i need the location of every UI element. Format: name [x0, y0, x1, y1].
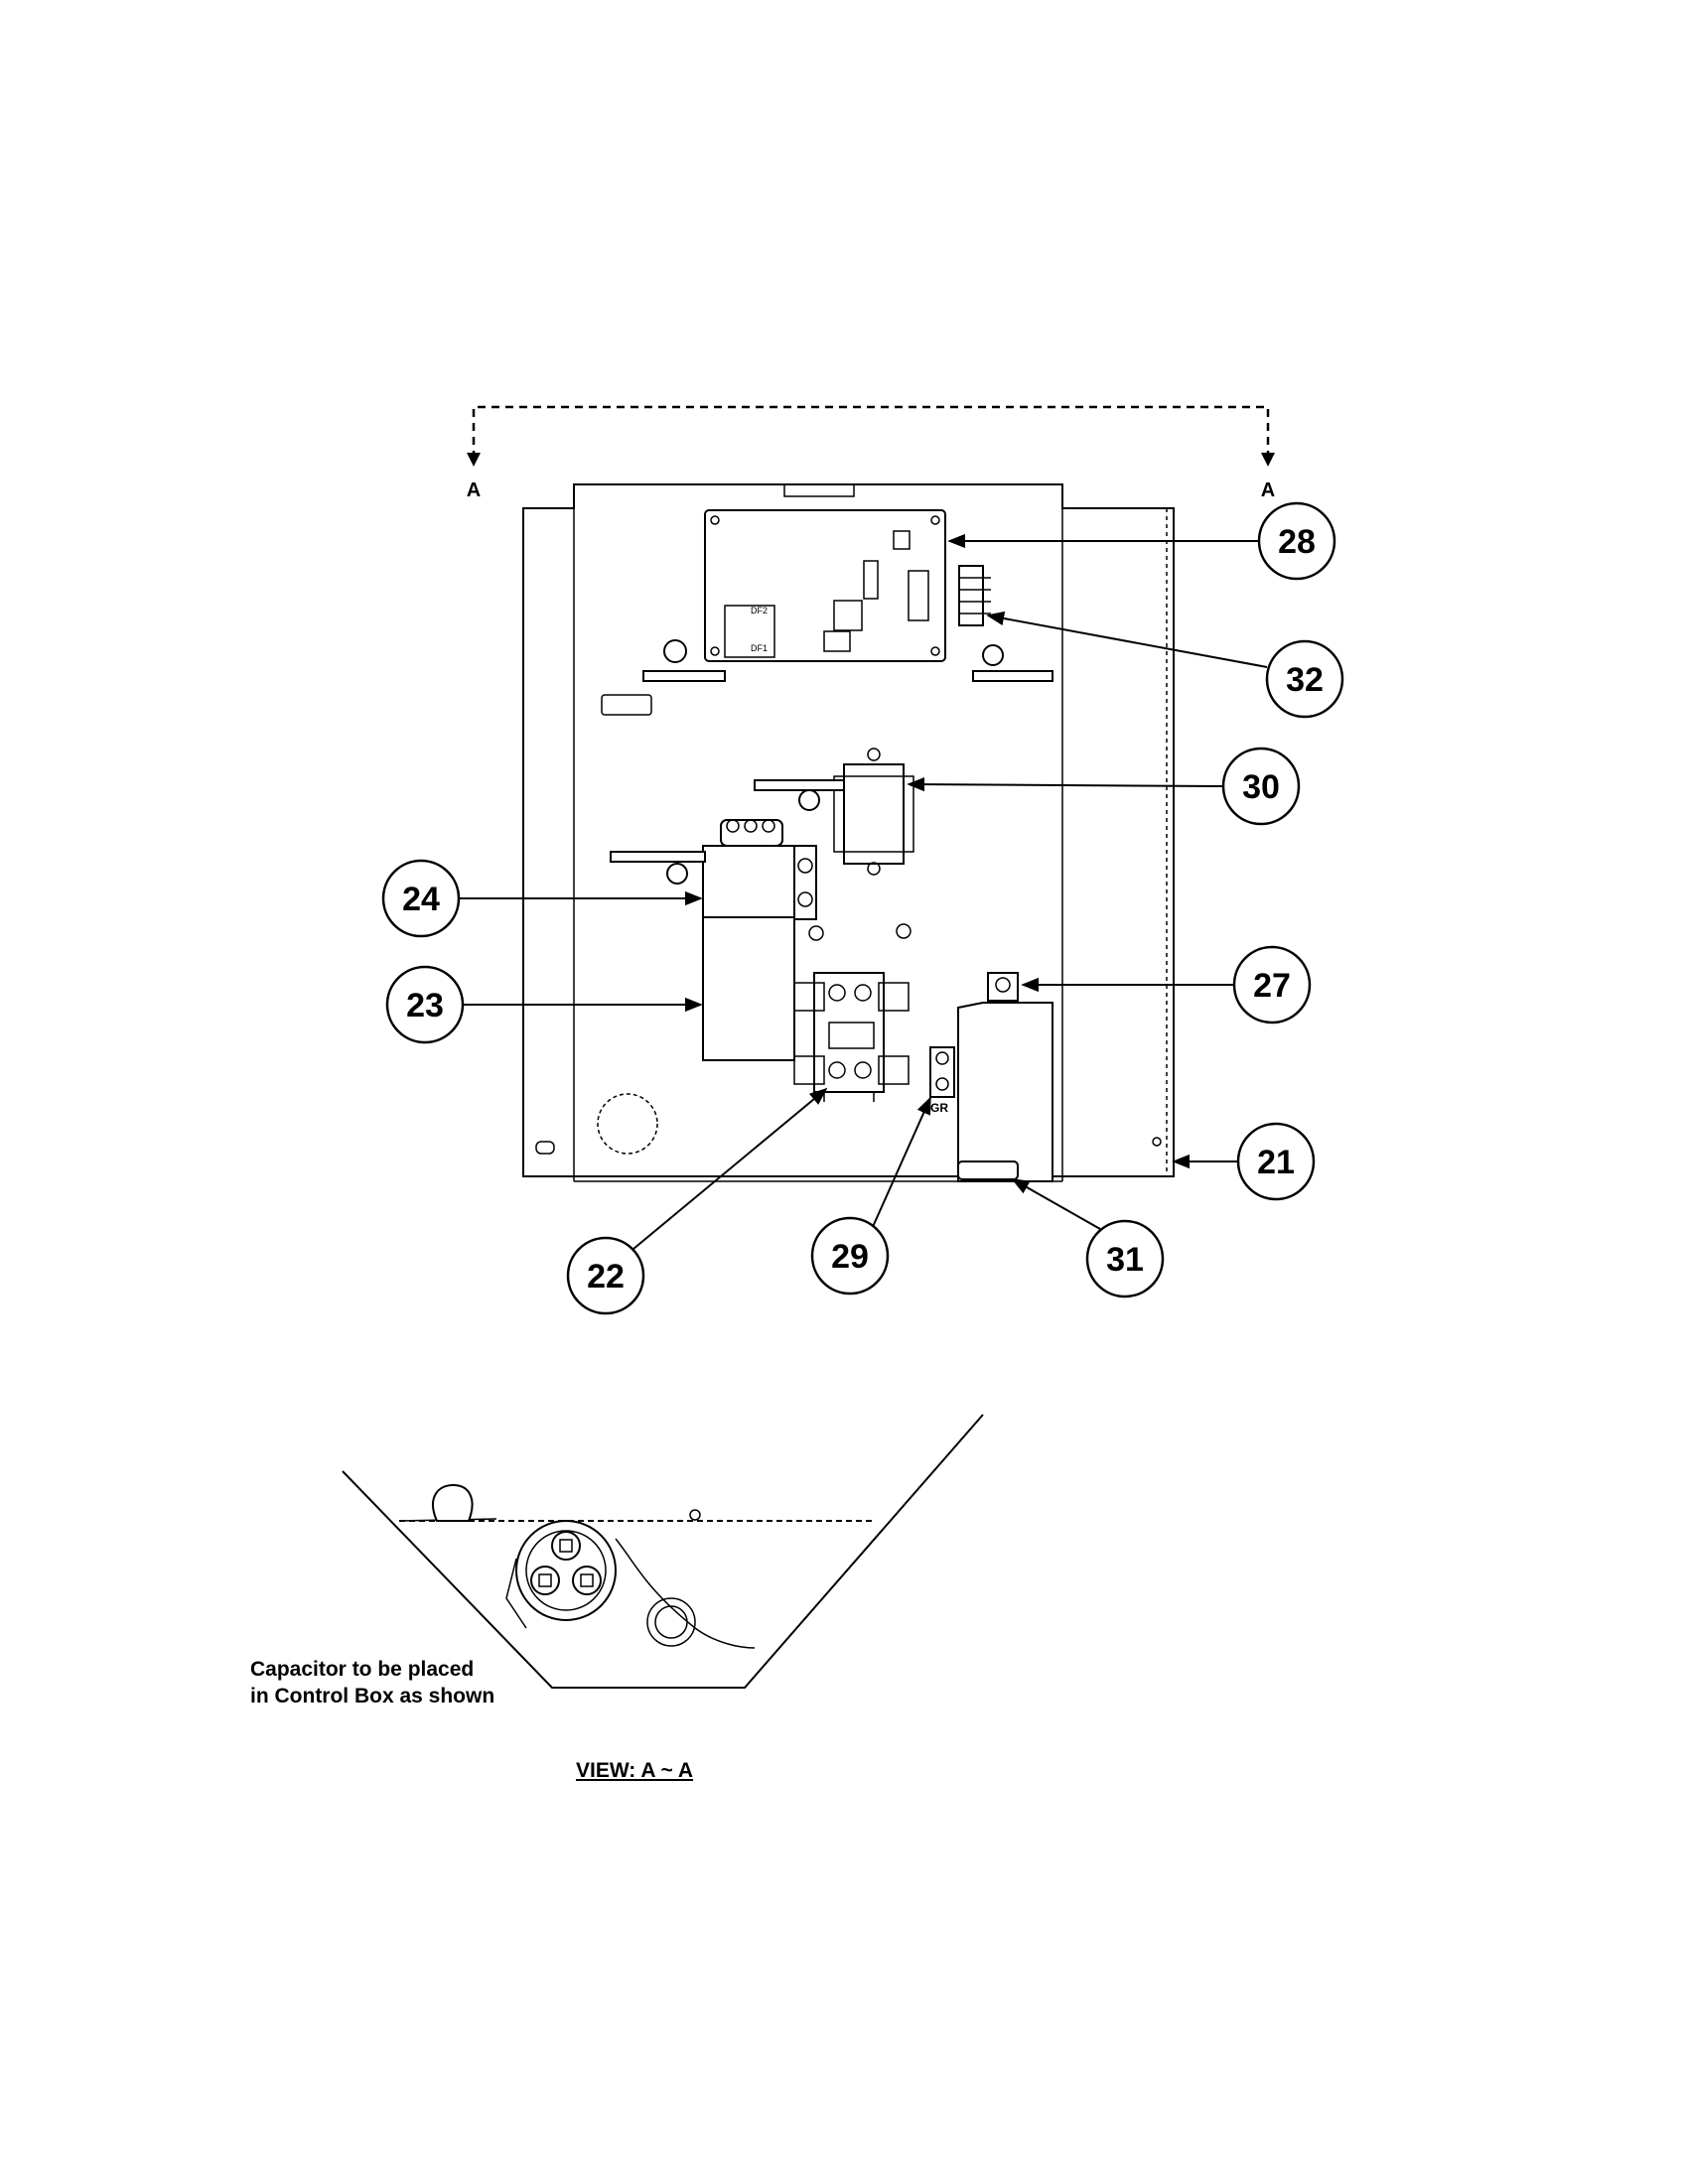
defrost-control-board: DF2 DF1	[704, 509, 991, 662]
section-mark-left: A	[467, 479, 481, 501]
callout-29: 29	[810, 1216, 890, 1296]
callout-23-label: 23	[406, 987, 444, 1024]
board-label-df2: DF2	[751, 606, 768, 615]
callout-21: 21	[1236, 1122, 1316, 1201]
note-line-2: in Control Box as shown	[250, 1685, 495, 1707]
view-title: VIEW: A ~ A	[576, 1759, 694, 1782]
callout-31-label: 31	[1106, 1241, 1144, 1279]
note-line-1: Capacitor to be placed	[250, 1658, 475, 1681]
terminal-block	[958, 565, 991, 626]
callout-30: 30	[1221, 747, 1301, 826]
callout-27: 27	[1232, 945, 1312, 1024]
callout-28: 28	[1257, 501, 1336, 581]
contactor	[793, 972, 910, 1102]
callout-31: 31	[1085, 1219, 1165, 1298]
callout-23: 23	[385, 965, 465, 1044]
capacitor	[610, 819, 817, 1061]
callout-24-label: 24	[402, 881, 440, 918]
callout-22-label: 22	[587, 1258, 625, 1296]
capacitor-placement-note: Capacitor to be placed in Control Box as…	[250, 1656, 494, 1709]
callout-22: 22	[566, 1236, 645, 1315]
board-label-df1: DF1	[751, 643, 768, 653]
view-a-a-detail	[342, 1414, 984, 1689]
section-mark-right: A	[1261, 479, 1275, 501]
relay	[754, 748, 914, 876]
capacitor-top-view	[515, 1520, 617, 1621]
callout-32: 32	[1265, 639, 1344, 719]
leader-lines	[459, 533, 1268, 1250]
wire-cover: GR	[929, 972, 1053, 1182]
board-standoffs	[601, 639, 1053, 716]
callout-24: 24	[381, 859, 461, 938]
callout-27-label: 27	[1253, 967, 1291, 1005]
section-line-a-a: A A	[467, 405, 1275, 501]
callout-30-label: 30	[1242, 768, 1280, 806]
callout-28-label: 28	[1278, 523, 1316, 561]
callout-21-label: 21	[1257, 1144, 1295, 1181]
knockout-hole	[597, 1093, 658, 1155]
callout-29-label: 29	[831, 1238, 869, 1276]
callout-32-label: 32	[1286, 661, 1324, 699]
ground-label: GR	[930, 1101, 948, 1115]
